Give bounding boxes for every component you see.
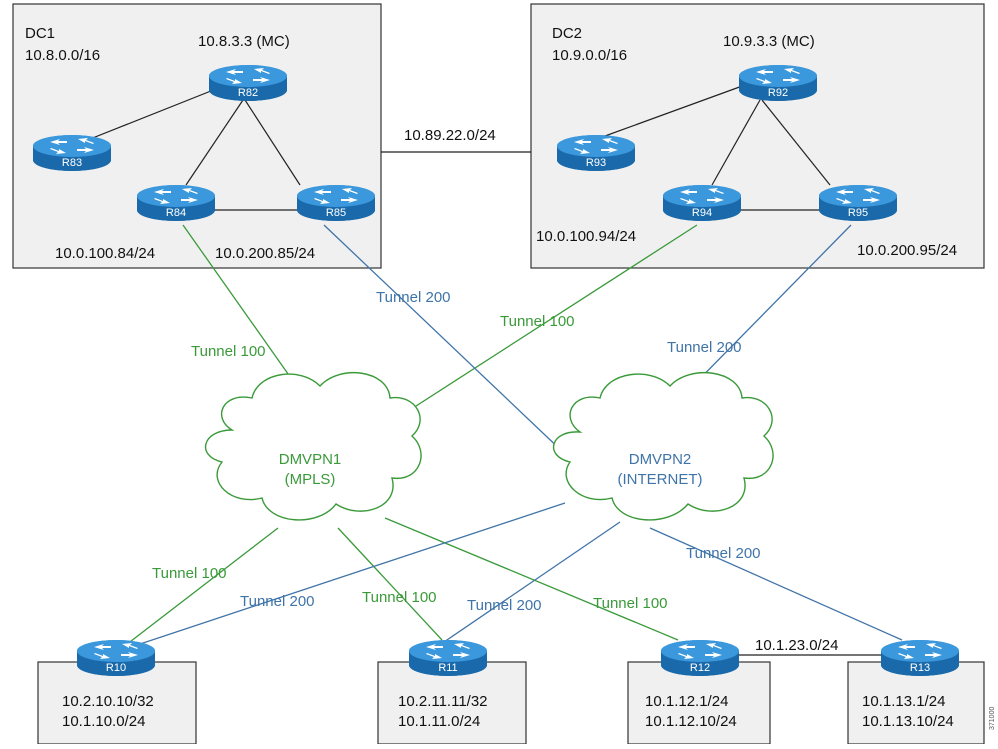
branch-r10-line2: 10.1.10.0/24 bbox=[62, 713, 145, 730]
branch-r12-line2: 10.1.12.10/24 bbox=[645, 713, 737, 730]
link-r94-dmvpn1 bbox=[384, 224, 698, 427]
dc2-prefix: 10.9.0.0/16 bbox=[552, 47, 627, 64]
dmvpn2-transport: (INTERNET) bbox=[618, 471, 703, 488]
dmvpn2-cloud bbox=[552, 372, 774, 521]
link-dmvpn1-r12 bbox=[384, 517, 679, 641]
link-r84-dmvpn1 bbox=[182, 224, 306, 399]
dmvpn2-name: DMVPN2 bbox=[629, 451, 692, 468]
router-r82-label: R82 bbox=[238, 87, 258, 99]
dc2-name: DC2 bbox=[552, 25, 582, 42]
tunnel-label-r13-t200: Tunnel 200 bbox=[686, 545, 761, 562]
dc1-mc-address: 10.8.3.3 (MC) bbox=[198, 33, 290, 50]
r12-r13-subnet: 10.1.23.0/24 bbox=[755, 637, 838, 654]
r94-address: 10.0.100.94/24 bbox=[536, 228, 636, 245]
branch-r11-line2: 10.1.11.0/24 bbox=[398, 713, 480, 730]
tunnel-label-r10-t200: Tunnel 200 bbox=[240, 593, 315, 610]
link-r82-r84 bbox=[185, 99, 244, 186]
link-r92-r94 bbox=[711, 99, 761, 186]
dmvpn1-transport: (MPLS) bbox=[285, 471, 336, 488]
tunnel-label-r10-t100: Tunnel 100 bbox=[152, 565, 227, 582]
dc1-prefix: 10.8.0.0/16 bbox=[25, 47, 100, 64]
tunnel-label-r95-t200: Tunnel 200 bbox=[667, 339, 742, 356]
tunnel-label-r11-t100: Tunnel 100 bbox=[362, 589, 437, 606]
router-r12-label: R12 bbox=[690, 662, 710, 674]
link-dmvpn1-r10 bbox=[121, 527, 279, 649]
branch-r11-line1: 10.2.11.11/32 bbox=[398, 693, 488, 710]
router-r94-label: R94 bbox=[692, 207, 712, 219]
dmvpn1-cloud bbox=[204, 372, 422, 521]
branch-r10-line1: 10.2.10.10/32 bbox=[62, 693, 154, 710]
tunnel-label-r11-t200: Tunnel 200 bbox=[467, 597, 542, 614]
branch-r12-line1: 10.1.12.1/24 bbox=[645, 693, 728, 710]
branch-r13-line1: 10.1.13.1/24 bbox=[862, 693, 945, 710]
tunnel-label-r84-t100: Tunnel 100 bbox=[191, 343, 266, 360]
router-r93-label: R93 bbox=[586, 157, 606, 169]
link-dmvpn2-r13 bbox=[649, 527, 903, 641]
dmvpn1-name: DMVPN1 bbox=[279, 451, 342, 468]
link-dmvpn1-r11 bbox=[337, 527, 443, 641]
router-r83-label: R83 bbox=[62, 157, 82, 169]
router-r85-label: R85 bbox=[326, 207, 346, 219]
r84-address: 10.0.100.84/24 bbox=[55, 245, 155, 262]
router-r92-label: R92 bbox=[768, 87, 788, 99]
link-r85-dmvpn2 bbox=[323, 224, 566, 455]
r85-address: 10.0.200.85/24 bbox=[215, 245, 315, 262]
router-r95-label: R95 bbox=[848, 207, 868, 219]
router-r10-label: R10 bbox=[106, 662, 126, 674]
link-r82-r83 bbox=[74, 84, 227, 146]
branch-r13-line2: 10.1.13.10/24 bbox=[862, 713, 954, 730]
dc-interconnect-subnet: 10.89.22.0/24 bbox=[404, 127, 496, 144]
link-r92-r93 bbox=[593, 84, 746, 141]
link-dmvpn2-r11 bbox=[443, 521, 621, 643]
tunnel-label-r94-t100: Tunnel 100 bbox=[500, 313, 575, 330]
internet-tunnel-links bbox=[127, 224, 903, 649]
link-r82-r85 bbox=[244, 99, 301, 186]
router-r11-label: R11 bbox=[438, 662, 457, 674]
black-links bbox=[74, 84, 882, 656]
router-r84-label: R84 bbox=[166, 207, 186, 219]
dc1-name: DC1 bbox=[25, 25, 55, 42]
link-r92-r95 bbox=[761, 99, 831, 186]
tunnel-label-r85-t200: Tunnel 200 bbox=[376, 289, 451, 306]
dc2-mc-address: 10.9.3.3 (MC) bbox=[723, 33, 815, 50]
tunnel-label-r12-t100: Tunnel 100 bbox=[593, 595, 668, 612]
figure-id: 371000 bbox=[989, 707, 996, 730]
link-dmvpn2-r10 bbox=[127, 502, 566, 649]
r95-address: 10.0.200.95/24 bbox=[857, 242, 957, 259]
router-r13-label: R13 bbox=[910, 662, 930, 674]
mpls-tunnel-links bbox=[121, 224, 698, 649]
